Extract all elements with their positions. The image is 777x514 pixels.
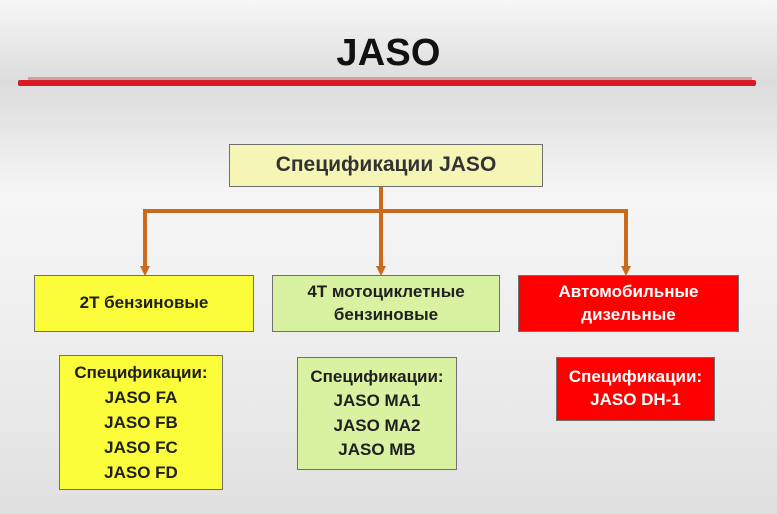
category-automotive-diesel: Автомобильные дизельные [518,275,739,332]
root-specifications-box: Спецификации JASO [229,144,543,187]
specifications-2t-list: Спецификации: JASO FA JASO FB JASO FC JA… [59,355,223,490]
specifications-4t-list: Спецификации: JASO MA1 JASO MA2 JASO MB [297,357,457,470]
category-2t-gasoline: 2T бензиновые [34,275,254,332]
category-4t-motorcycle-gasoline: 4T мотоциклетные бензиновые [272,275,500,332]
page-title: JASO [336,32,441,74]
specifications-diesel-list: Спецификации: JASO DH-1 [556,357,715,421]
title-rule-highlight [28,77,752,80]
title-underline [18,80,756,86]
